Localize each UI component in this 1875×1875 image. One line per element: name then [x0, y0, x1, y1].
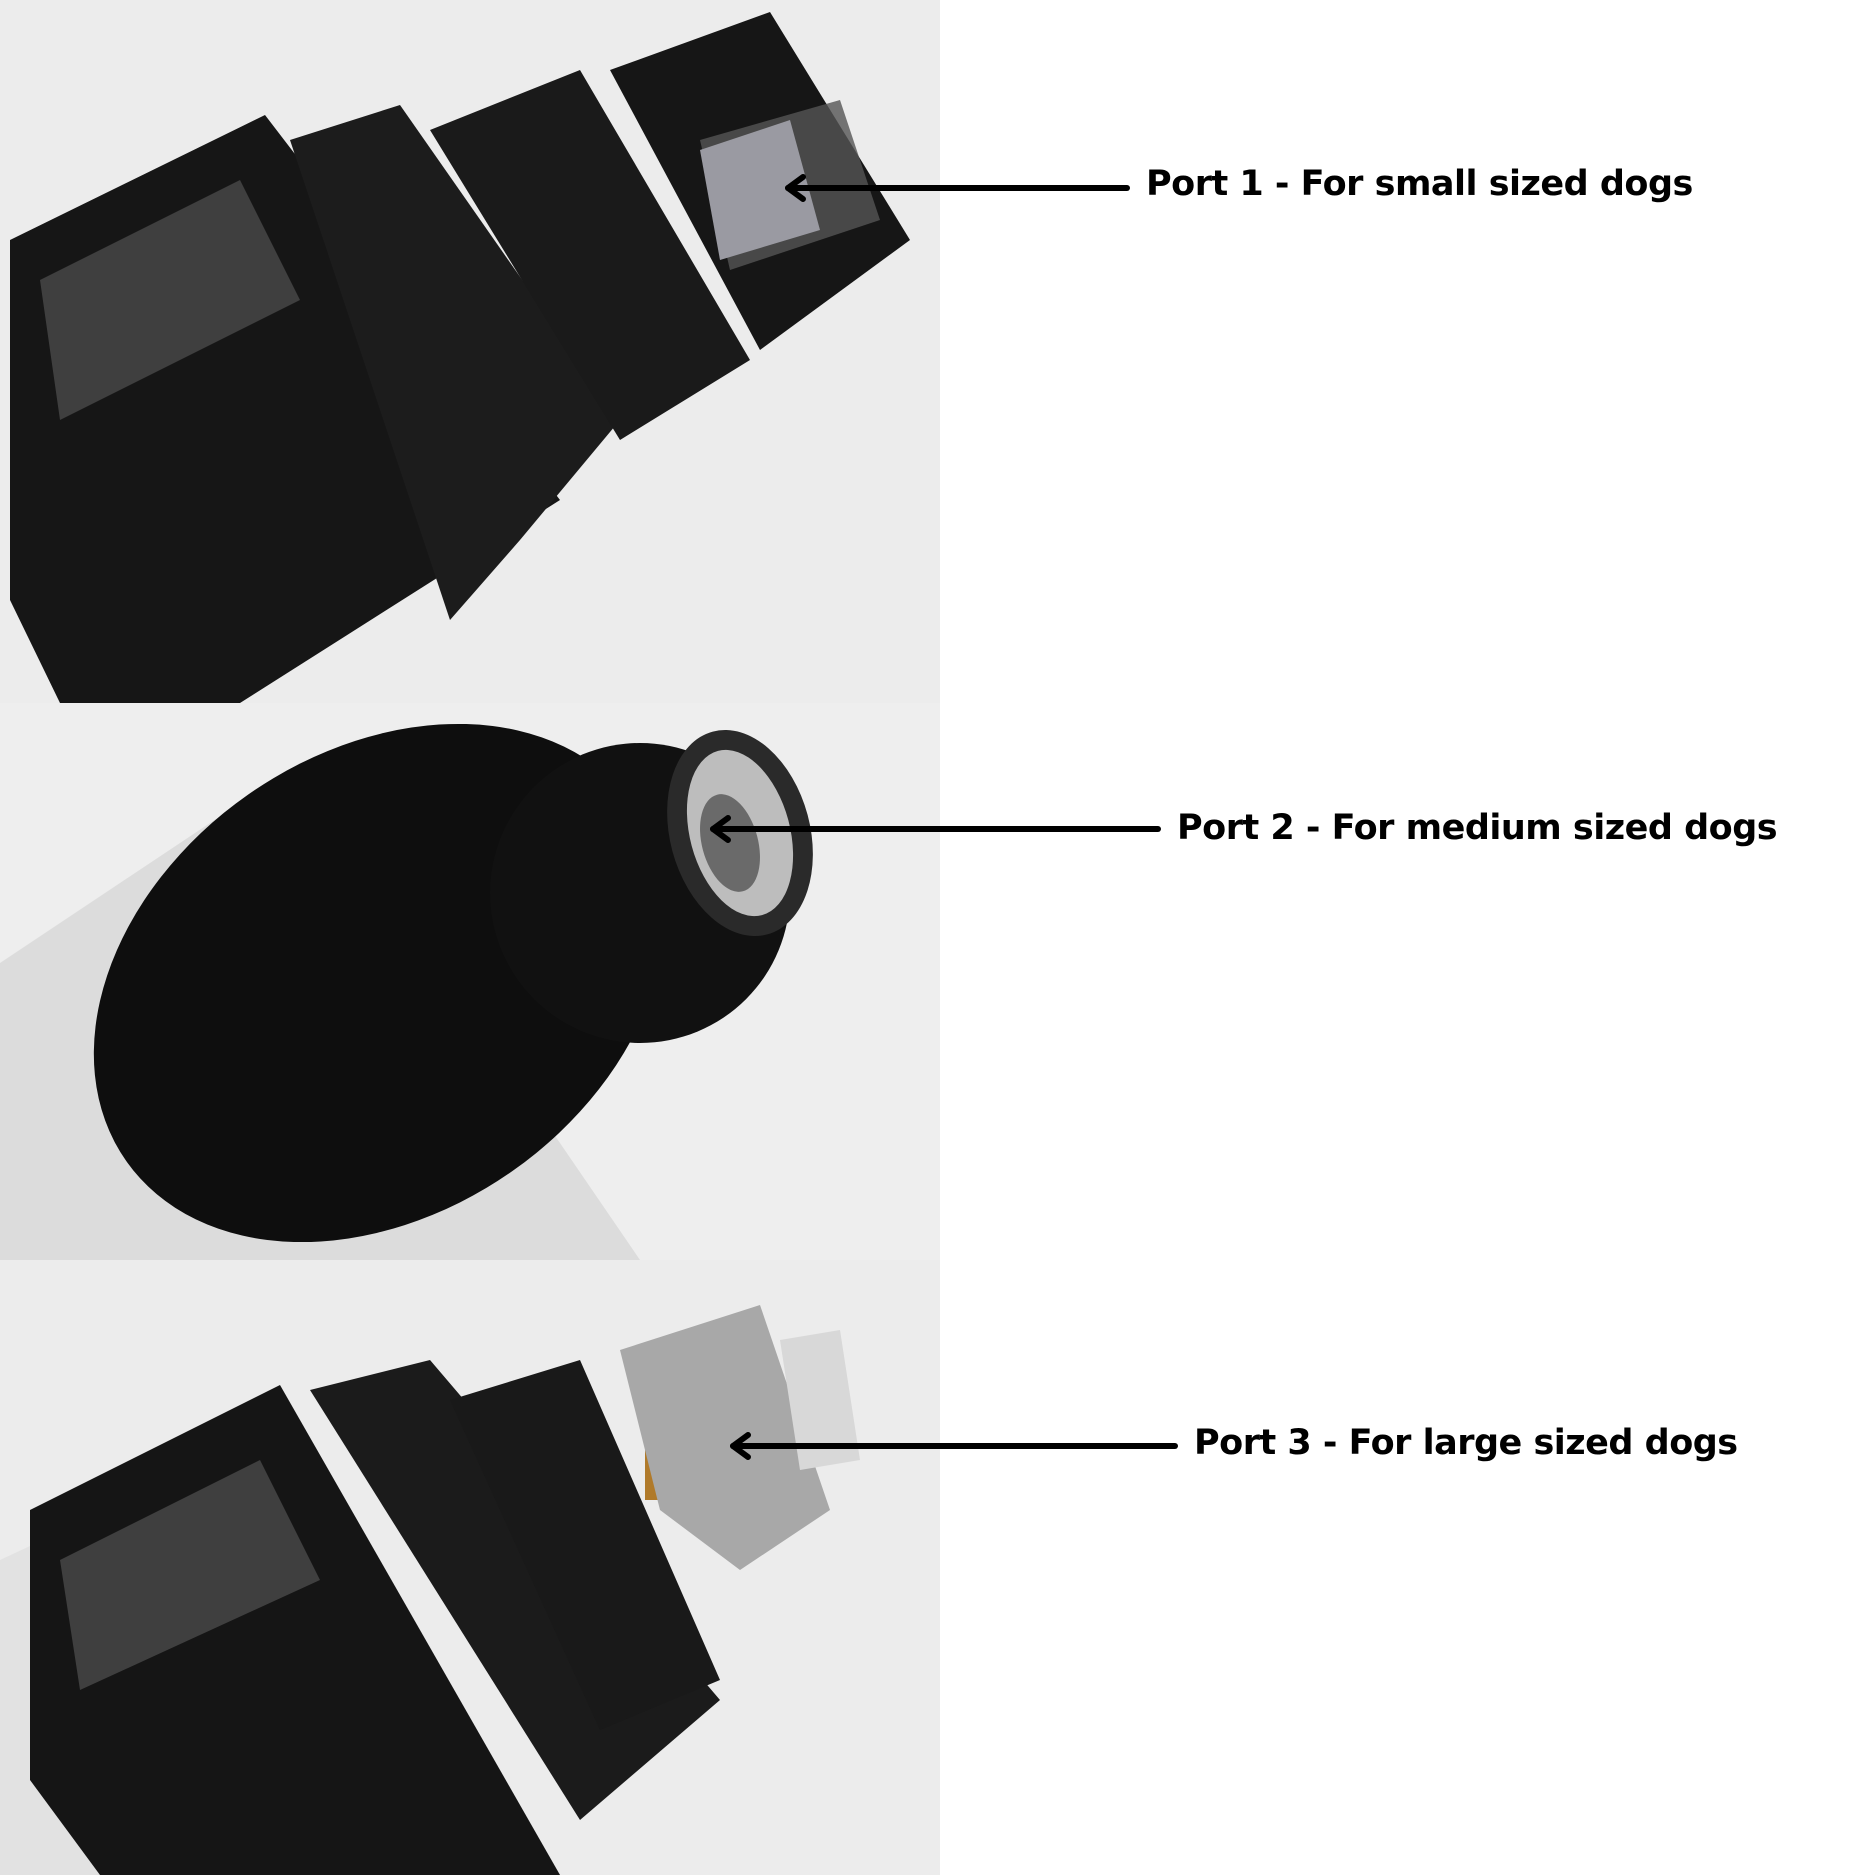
arrow-port-2	[710, 815, 1161, 843]
port-1-label: Port 1 - For small sized dogs	[1146, 164, 1693, 204]
arrow-port-3	[730, 1432, 1178, 1460]
product-photo-port-3	[0, 1260, 940, 1875]
arrow-port-1	[785, 174, 1130, 202]
port-3-label: Port 3 - For large sized dogs	[1194, 1423, 1738, 1463]
product-photo-port-1	[0, 0, 940, 703]
product-photo-port-2	[0, 703, 940, 1260]
port-2-label: Port 2 - For medium sized dogs	[1177, 808, 1778, 848]
